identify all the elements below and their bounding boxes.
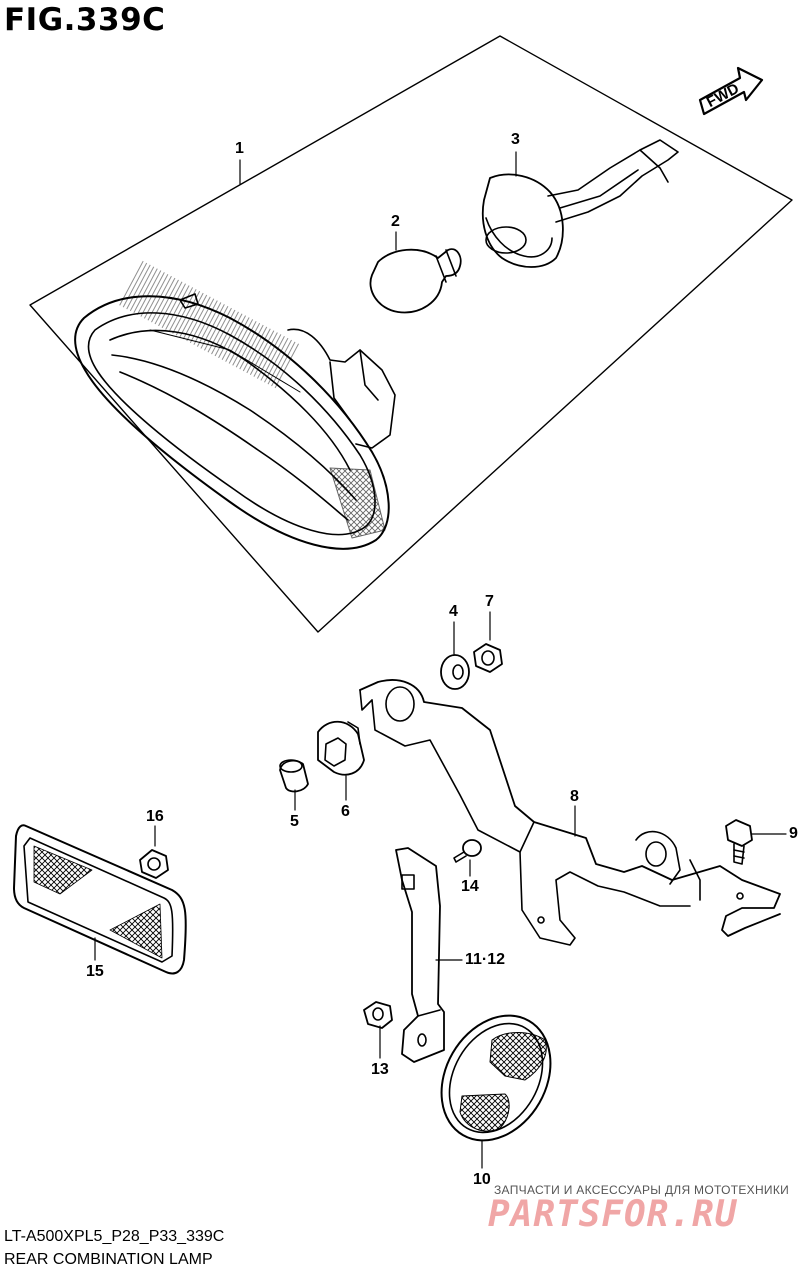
nut	[473, 643, 503, 673]
callout-6: 6	[341, 803, 350, 820]
reflector-bracket	[395, 847, 445, 1063]
round-reflector	[440, 1014, 552, 1142]
bulb	[369, 248, 462, 314]
nut	[139, 849, 169, 879]
watermark-logo: PARTSFOR.RU	[488, 1194, 738, 1235]
callout-5: 5	[290, 813, 299, 830]
callout-10: 10	[473, 1171, 491, 1188]
washer	[440, 654, 470, 690]
callout-3: 3	[511, 131, 520, 148]
model-code: LT-A500XPL5_P28_P33_339C	[4, 1228, 225, 1245]
spacer	[279, 759, 309, 793]
bulb-socket	[481, 139, 679, 268]
bolt	[725, 819, 753, 865]
callout-9: 9	[789, 825, 798, 842]
nut	[363, 1001, 393, 1029]
callout-2: 2	[391, 213, 400, 230]
rectangular-reflector	[13, 824, 187, 975]
watermark-tagline: ЗАПЧАСТИ И АКСЕССУАРЫ ДЛЯ МОТОТЕХНИКИ	[494, 1183, 790, 1197]
callout-11-12: 11·12	[465, 951, 506, 968]
callout-13: 13	[371, 1061, 389, 1078]
assembly-outline-box	[29, 35, 793, 633]
lamp-bracket	[359, 679, 781, 946]
cushion	[317, 720, 365, 776]
screw	[453, 839, 482, 863]
figure-title: FIG.339C	[4, 2, 166, 38]
figure-caption: REAR COMBINATION LAMP	[4, 1251, 213, 1268]
fwd-arrow-icon	[698, 66, 764, 116]
callout-4: 4	[449, 603, 458, 620]
callout-15: 15	[86, 963, 104, 980]
callout-1: 1	[235, 140, 244, 157]
callout-7: 7	[485, 593, 494, 610]
callout-14: 14	[461, 878, 479, 895]
leader-lines	[94, 151, 787, 1169]
callout-16: 16	[146, 808, 164, 825]
rear-combination-lamp	[74, 260, 396, 550]
callout-8: 8	[570, 788, 579, 805]
